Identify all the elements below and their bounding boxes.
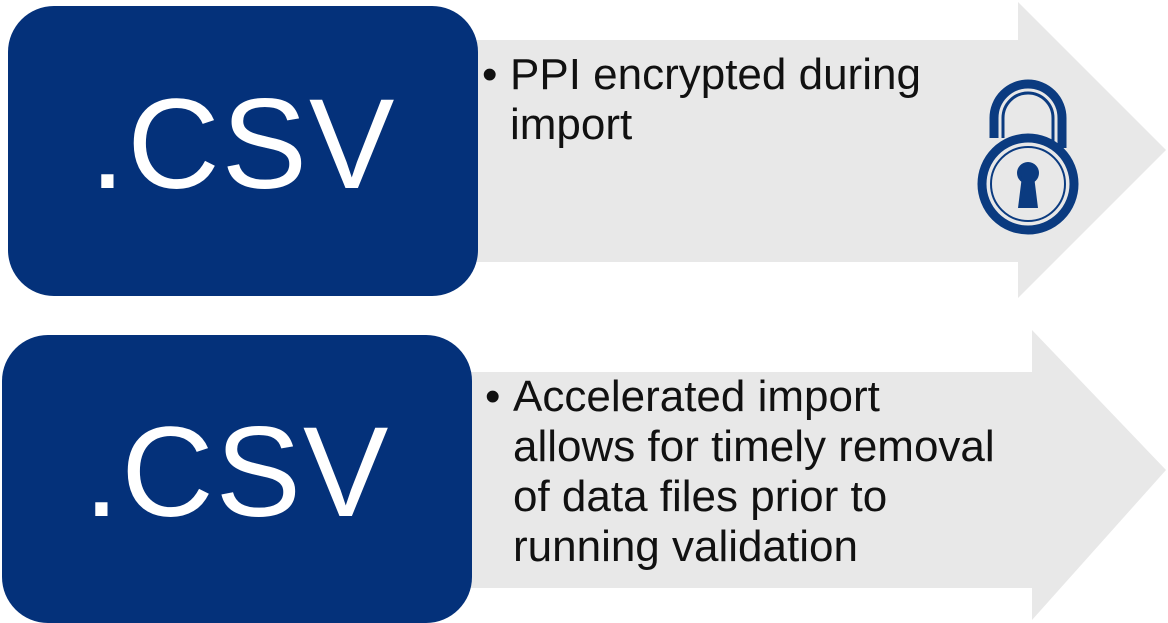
row-1-bullet-line-2: import — [510, 100, 633, 149]
csv-box-2-label: .CSV — [83, 401, 391, 544]
row-2-bullet: • Accelerated import allows for timely r… — [485, 372, 1065, 572]
unlocked-padlock-icon — [977, 79, 1079, 235]
row-2-arrow — [462, 330, 1166, 620]
row-1-bullet: • PPI encrypted during import — [482, 50, 1002, 150]
csv-box-1: .CSV — [8, 6, 478, 296]
row-2-bullet-line-2: allows for timely removal — [513, 422, 995, 471]
row-1-bullet-line-1: PPI encrypted during — [510, 50, 921, 99]
bullet-marker: • — [485, 372, 501, 421]
row-1-arrow — [470, 2, 1166, 298]
bullet-marker: • — [482, 50, 498, 99]
row-2-bullet-line-3: of data files prior to — [513, 472, 888, 521]
csv-box-2: .CSV — [2, 335, 472, 623]
csv-box-1-label: .CSV — [89, 73, 397, 216]
row-2-bullet-line-4: running validation — [513, 522, 858, 571]
row-2-bullet-line-1: Accelerated import — [513, 372, 880, 421]
